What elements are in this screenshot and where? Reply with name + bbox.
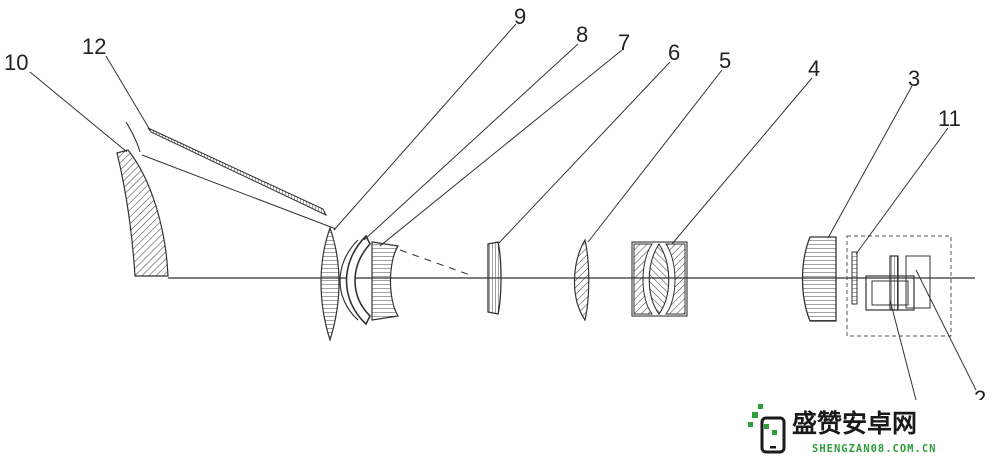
leader-4 [671,77,813,245]
leader-12 [105,55,151,131]
element-6-lens [487,241,502,315]
label-6: 6 [668,40,680,65]
element-7-lens [371,241,399,321]
label-7: 7 [618,30,630,55]
element-9-lens [320,226,340,342]
leader-8 [363,43,579,241]
leader-6 [497,61,671,245]
label-5: 5 [719,48,731,73]
element-5-lens [573,238,590,322]
element-4-housing [631,241,688,317]
leader-2a [889,299,917,401]
element-12-ray [141,154,337,230]
leader-10 [29,71,128,153]
watermark-brand: 盛赞安卓网 [792,409,917,438]
label-9: 9 [514,4,526,29]
phone-logo-icon [748,404,786,454]
label-4: 4 [808,56,820,81]
element-3-lens [801,236,837,322]
label-12: 12 [82,34,106,59]
element-8-edge [339,239,359,321]
element-2-backplate [905,255,931,309]
leader-5 [587,69,723,243]
element-4-left [633,243,653,315]
element-4-center [648,242,670,315]
leader-2b [915,269,977,391]
leader-11 [855,127,949,255]
element-11-plate [851,251,858,305]
watermark-url: SHENGZAN08.COM.CN [812,443,936,455]
element-2-panel [889,255,899,311]
leader-3 [827,85,913,239]
label-10: 10 [4,50,28,75]
element-12-mirror [147,127,328,217]
leader-7 [379,49,623,247]
label-8: 8 [576,22,588,47]
label-11: 11 [938,106,961,131]
leader-lines [29,23,977,401]
label-3: 3 [908,66,920,91]
dashed-ray [399,249,471,276]
element-10-reflector [116,149,169,277]
element-10-curve [125,121,141,153]
leader-9 [333,23,517,231]
watermark-backdrop [744,400,1000,460]
element-4-right [665,243,686,315]
watermark: 盛赞安卓网 SHENGZAN08.COM.CN [744,400,1000,460]
projector-housing [846,235,952,337]
element-8-lens [345,234,371,326]
